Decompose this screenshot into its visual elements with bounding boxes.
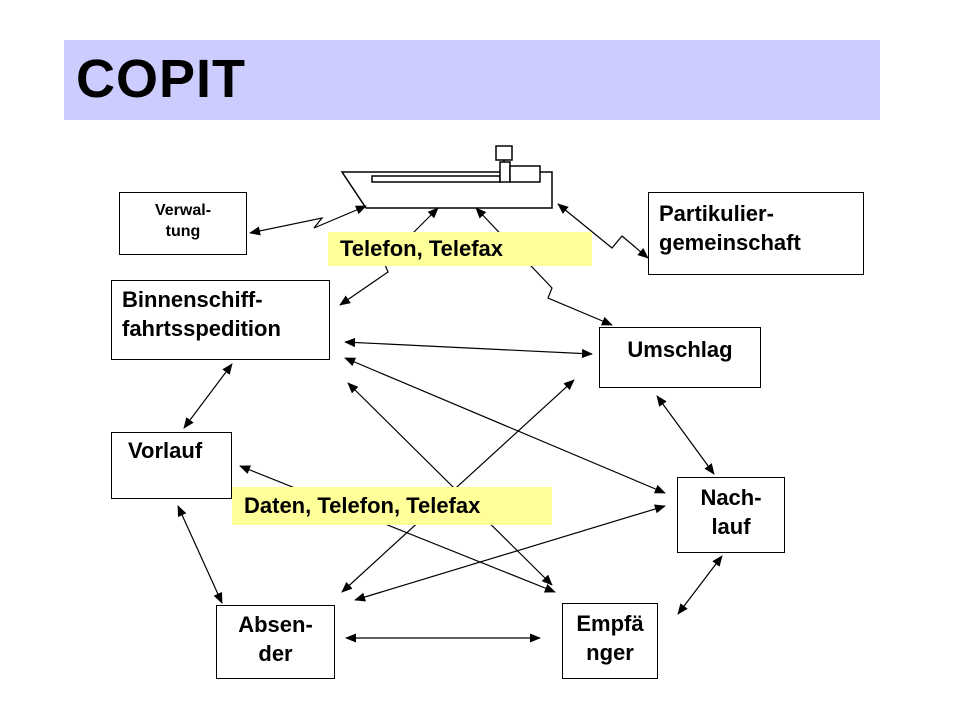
link-umschlag-nachlauf xyxy=(656,395,715,475)
node-nachlauf-line1: Nach- xyxy=(700,485,762,510)
node-empfaenger: Empfä nger xyxy=(562,603,658,679)
node-umschlag: Umschlag xyxy=(599,327,761,388)
node-binnenschiffahrtsspedition: Binnenschiff- fahrtsspedition xyxy=(111,280,330,360)
node-nachlauf: Nach- lauf xyxy=(677,477,785,553)
node-nachlauf-line2: lauf xyxy=(711,513,751,539)
node-absender-line2: der xyxy=(258,640,293,666)
node-empfaenger-line1: Empfä xyxy=(576,611,644,636)
label-daten-telefon-telefax: Daten, Telefon, Telefax xyxy=(232,487,552,525)
link-vorlauf-empfaenger xyxy=(239,465,556,593)
node-empfaenger-line2: nger xyxy=(586,639,634,665)
node-verwaltung-line1: Verwal- xyxy=(154,202,212,219)
node-vorlauf: Vorlauf xyxy=(111,432,232,499)
ship-icon xyxy=(340,145,553,209)
link-binnenschiff-vorlauf xyxy=(183,363,233,429)
link-nachlauf-absender xyxy=(354,504,666,602)
node-binnenschiff-line2: fahrtsspedition xyxy=(122,315,281,341)
node-partikulier-line1: Partikulier- xyxy=(659,201,774,226)
node-absender: Absen- der xyxy=(216,605,335,679)
link-verwaltung-ship xyxy=(249,205,367,236)
link-umschlag-ship xyxy=(475,207,613,326)
link-nachlauf-empfaenger xyxy=(677,555,723,615)
link-vorlauf-absender xyxy=(177,505,223,604)
node-absender-line1: Absen- xyxy=(238,612,313,637)
node-verwaltung-line2: tung xyxy=(165,222,201,240)
node-binnenschiff-line1: Binnenschiff- xyxy=(122,287,263,312)
node-vorlauf-line1: Vorlauf xyxy=(128,438,203,463)
label-telefon-telefax: Telefon, Telefax xyxy=(328,232,592,266)
node-partikulier-line2: gemeinschaft xyxy=(659,229,801,255)
page-title: COPIT xyxy=(76,49,247,109)
title-bar: COPIT xyxy=(64,40,880,120)
link-binnenschiff-umschlag xyxy=(344,337,593,359)
link-binnenschiff-empfaenger xyxy=(347,382,553,586)
node-verwaltung: Verwal- tung xyxy=(119,192,247,255)
node-partikuliergemeinschaft: Partikulier- gemeinschaft xyxy=(648,192,864,275)
node-umschlag-line1: Umschlag xyxy=(627,337,733,362)
